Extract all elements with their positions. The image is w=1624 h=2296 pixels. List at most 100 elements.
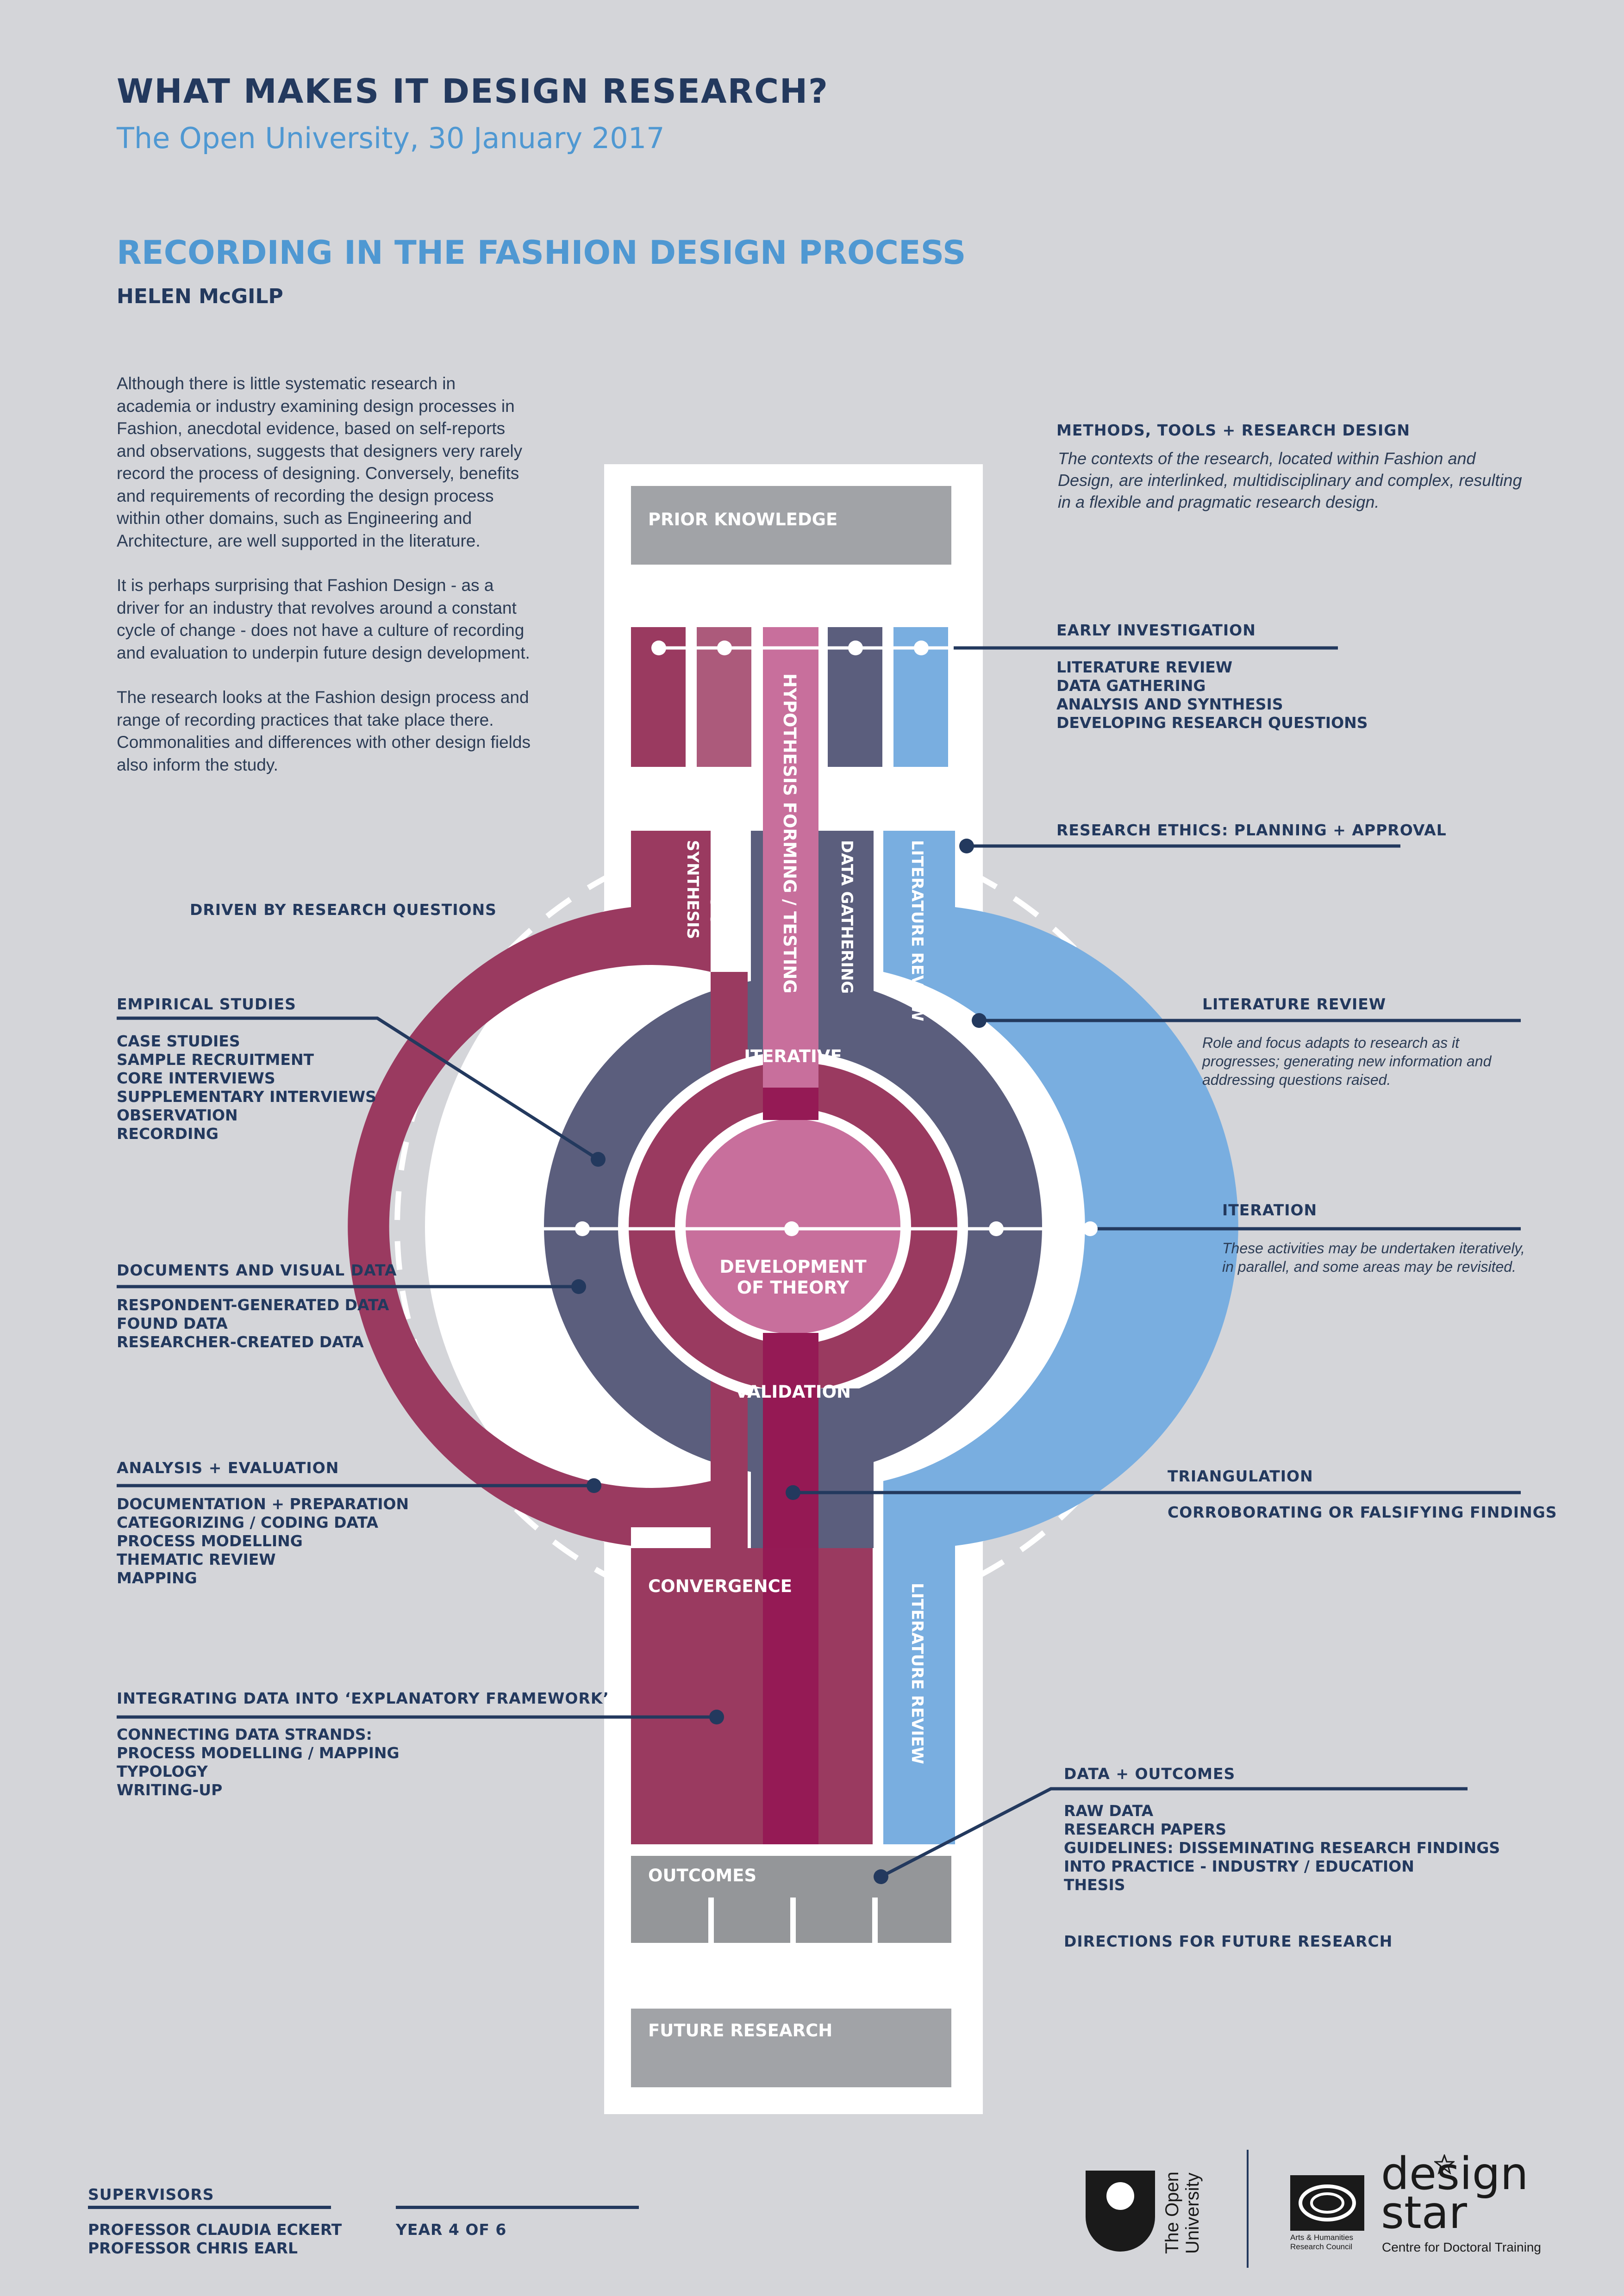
list-item: SUPPLEMENTARY INTERVIEWS: [117, 1088, 376, 1106]
list-item: THESIS: [1064, 1876, 1125, 1894]
author-name: HELEN McGILP: [117, 285, 283, 308]
hypothesis-strip-lower: [763, 1333, 818, 1381]
lit-title: LITERATURE REVIEW: [1202, 995, 1387, 1013]
triangulation-text: CORROBORATING OR FALSIFYING FINDINGS: [1168, 1503, 1557, 1521]
dot: [717, 641, 732, 655]
iteration-title: ITERATION: [1222, 1201, 1318, 1219]
iterative-label: ITERATIVE: [744, 1046, 842, 1066]
outcomes-divider: [790, 1898, 796, 1943]
list-item: RESPONDENT-GENERATED DATA: [117, 1296, 389, 1314]
integrating-list: CONNECTING DATA STRANDS: PROCESS MODELLI…: [117, 1725, 400, 1799]
integrating-title: INTEGRATING DATA INTO ‘EXPLANATORY FRAME…: [117, 1689, 609, 1707]
ou-logo-text: The Open University: [1162, 2172, 1203, 2254]
page-title: WHAT MAKES IT DESIGN RESEARCH?: [117, 72, 829, 111]
validation-label: VALIDATION: [735, 1382, 851, 1402]
list-item: FOUND DATA: [117, 1314, 228, 1332]
list-item: GUIDELINES: DISSEMINATING RESEARCH FINDI…: [1064, 1839, 1500, 1857]
outcomes-divider: [872, 1898, 878, 1943]
dot: [591, 1152, 606, 1167]
slate-edge: [751, 1388, 763, 1548]
dot: [959, 839, 974, 853]
list-item: CONNECTING DATA STRANDS:: [117, 1725, 372, 1743]
convergence-block: [631, 1548, 873, 1844]
analysis-label-1: ANALYSIS AND: [706, 840, 725, 969]
prior-knowledge-label: PRIOR KNOWLEDGE: [648, 510, 837, 529]
dot: [488, 1221, 503, 1236]
directions-title: DIRECTIONS FOR FUTURE RESEARCH: [1064, 1932, 1393, 1950]
designstar-word-1: design: [1381, 2148, 1529, 2200]
analysis-arc: [348, 831, 711, 1546]
literature-review-bottom-label: LITERATURE REVIEW: [908, 1583, 926, 1764]
star-icon: [1434, 2154, 1455, 2175]
empirical-list: CASE STUDIES SAMPLE RECRUITMENT CORE INT…: [117, 1032, 376, 1143]
list-item: SAMPLE RECRUITMENT: [117, 1051, 314, 1069]
ahrc-logo: [1290, 2175, 1364, 2231]
logo-separator: [1247, 2150, 1249, 2268]
literature-arc: [883, 831, 1238, 1844]
documents-list: RESPONDENT-GENERATED DATA FOUND DATA RES…: [117, 1296, 389, 1351]
list-item: LITERATURE REVIEW: [1056, 658, 1233, 676]
analysis-title: ANALYSIS + EVALUATION: [117, 1459, 339, 1477]
hypothesis-strip-mid: [763, 1088, 818, 1120]
year-rule: [396, 2206, 639, 2209]
dot: [575, 1221, 590, 1236]
supervisors-list: PROFESSOR CLAUDIA ECKERT PROFESSOR CHRIS…: [88, 2221, 342, 2258]
outcomes-connector: [880, 1787, 1468, 1879]
list-item: DEVELOPING RESEARCH QUESTIONS: [1056, 714, 1368, 732]
iteration-text: These activities may be undertaken itera…: [1222, 1240, 1525, 1275]
slate-edge-right: [818, 1388, 874, 1548]
list-item: DOCUMENTATION + PREPARATION: [117, 1495, 409, 1513]
empirical-connector: [117, 1016, 599, 1161]
driven-title: DRIVEN BY RESEARCH QUESTIONS: [190, 901, 497, 919]
early-title: EARLY INVESTIGATION: [1056, 621, 1256, 639]
dot: [1083, 1221, 1098, 1236]
dot: [571, 1279, 586, 1294]
list-item: THEMATIC REVIEW: [117, 1550, 276, 1568]
list-item: CORE INTERVIEWS: [117, 1069, 275, 1087]
intro-paragraph-3: The research looks at the Fashion design…: [117, 688, 531, 774]
methods-title: METHODS, TOOLS + RESEARCH DESIGN: [1056, 421, 1411, 439]
outcomes-divider: [708, 1898, 714, 1943]
open-university-logo: [1086, 2171, 1155, 2252]
list-item: TYPOLOGY: [117, 1762, 208, 1780]
analysis-label-2: SYNTHESIS: [683, 840, 702, 939]
list-item: RESEARCH PAPERS: [1064, 1820, 1227, 1838]
designstar-logo: design star: [1381, 2148, 1529, 2239]
data-gathering-label: DATA GATHERING: [837, 840, 856, 994]
dot: [972, 1013, 987, 1028]
theory-label-2: OF THEORY: [737, 1277, 849, 1298]
ethics-title: RESEARCH ETHICS: PLANNING + APPROVAL: [1056, 821, 1447, 839]
list-item: DATA GATHERING: [1056, 677, 1206, 695]
list-item: ANALYSIS AND SYNTHESIS: [1056, 695, 1283, 713]
empirical-title: EMPIRICAL STUDIES: [117, 995, 296, 1013]
hypothesis-label: HYPOTHESIS FORMING / TESTING: [780, 673, 800, 994]
early-list: LITERATURE REVIEW DATA GATHERING ANALYSI…: [1056, 658, 1368, 732]
hypothesis-strip: [763, 627, 818, 1088]
poster-title: RECORDING IN THE FASHION DESIGN PROCESS: [117, 234, 966, 272]
intro-text: Although there is little systematic rese…: [117, 373, 533, 798]
outcomes-title: DATA + OUTCOMES: [1064, 1765, 1236, 1783]
dot: [989, 1221, 1004, 1236]
future-research-label: FUTURE RESEARCH: [648, 2021, 832, 2041]
list-item: WRITING-UP: [117, 1781, 223, 1799]
list-item: CATEGORIZING / CODING DATA: [117, 1513, 379, 1531]
magenta-overlap: [763, 1388, 818, 1548]
dot: [848, 641, 863, 655]
list-item: RESEARCHER-CREATED DATA: [117, 1333, 364, 1351]
event-subtitle: The Open University, 30 January 2017: [117, 121, 665, 155]
dot: [784, 1221, 799, 1236]
dot: [651, 641, 666, 655]
literature-review-top-label: LITERATURE REVIEW: [908, 840, 926, 1021]
designstar-word-2: star: [1381, 2187, 1467, 2239]
methods-text: The contexts of the research, located wi…: [1058, 449, 1522, 511]
prior-knowledge-box: [631, 486, 951, 565]
designstar-subtitle: Centre for Doctoral Training: [1382, 2240, 1541, 2254]
outcomes-list: RAW DATA RESEARCH PAPERS GUIDELINES: DIS…: [1064, 1802, 1500, 1894]
theory-label-1: DEVELOPMENT: [719, 1257, 866, 1277]
list-item: CASE STUDIES: [117, 1032, 240, 1050]
list-item: PROCESS MODELLING / MAPPING: [117, 1744, 400, 1762]
ahrc-logo-text: Arts & Humanities Research Council: [1290, 2233, 1354, 2251]
list-item: RAW DATA: [1064, 1802, 1154, 1820]
outcomes-label: OUTCOMES: [648, 1866, 756, 1885]
